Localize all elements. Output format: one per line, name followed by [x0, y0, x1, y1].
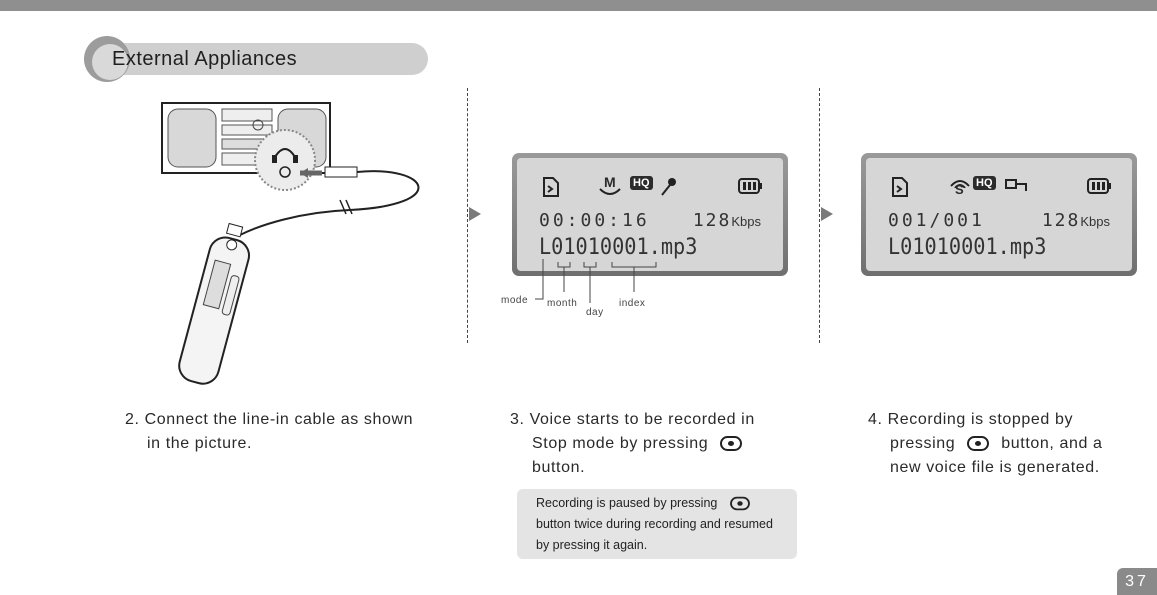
filename: L01010001.mp3 [888, 235, 1047, 260]
bitrate: 128Kbps [692, 210, 761, 231]
document-icon [892, 177, 908, 197]
arrow-icon [469, 207, 481, 221]
mode-s-icon: S [955, 182, 964, 197]
battery-icon [1087, 178, 1111, 194]
section-title: External Appliances [112, 48, 298, 70]
track-counter: 001/001 [888, 210, 985, 231]
page-number: 37 [1117, 568, 1157, 595]
bitrate: 128Kbps [1041, 210, 1110, 231]
index-label: index [619, 298, 645, 309]
filename: L01010001.mp3 [539, 235, 698, 260]
mode-m-icon: M [604, 174, 616, 190]
record-button-icon [720, 436, 743, 452]
month-label: month [547, 298, 577, 309]
lcd-screen-recording: M HQ 00:00:16 128Kbps L01010001.mp3 [512, 153, 788, 276]
mp3-player-icon [178, 222, 250, 385]
mode-label: mode [501, 295, 528, 306]
record-button-icon [730, 496, 751, 511]
divider-2 [819, 88, 820, 343]
day-label: day [586, 307, 604, 318]
record-button-icon [967, 436, 990, 452]
battery-icon [738, 178, 762, 194]
hq-icon: HQ [973, 176, 996, 190]
elapsed-time: 00:00:16 [539, 210, 650, 231]
pause-note: Recording is paused by pressing button t… [517, 489, 797, 559]
filename-labels: mode month day index [501, 259, 657, 318]
line-in-icon [1005, 179, 1027, 191]
stereo-player-illustration [161, 102, 420, 385]
section-header: External Appliances [84, 36, 428, 82]
step-2-caption: 2. Connect the line-in cable as shown in… [125, 411, 414, 452]
top-bar [0, 0, 1157, 11]
document-icon [543, 177, 559, 197]
lcd-screen-stopped: S HQ 001/001 128Kbps L01010001.mp3 [861, 153, 1137, 276]
microphone-icon [661, 178, 676, 196]
hq-icon: HQ [630, 176, 653, 190]
arrow-icon [821, 207, 833, 221]
step-3-caption: 3. Voice starts to be recorded in Stop m… [510, 411, 755, 476]
headphone-icon [272, 148, 298, 163]
signal-icon [950, 180, 970, 188]
divider-1 [467, 88, 468, 343]
